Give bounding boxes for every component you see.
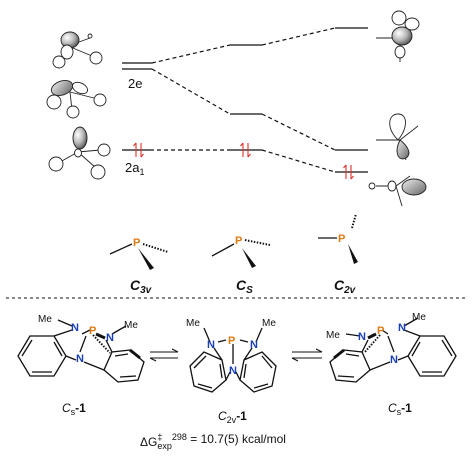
atom-n3: N <box>106 332 114 344</box>
methyl-right: Me <box>124 320 138 331</box>
atom-p-c3v: P <box>133 237 140 249</box>
atom-p-cs: P <box>235 235 242 247</box>
methyl-right: Me <box>412 312 426 323</box>
atom-p-c2v: P <box>338 233 345 245</box>
label-compound-right: Cs-1 <box>388 401 412 417</box>
geometry-c3v <box>109 243 169 270</box>
correlation-lines <box>150 27 336 173</box>
structure-right: N P N N Me Me <box>326 312 457 383</box>
label-2a1: 2a1 <box>125 160 144 177</box>
atom-n1: N <box>71 322 79 334</box>
orbital-icon-left-bottom <box>48 126 111 180</box>
atom-n1: N <box>358 331 366 343</box>
label-c2v: C2v <box>334 277 357 296</box>
orbital-icon-right-top <box>376 10 420 62</box>
geometry-c2v <box>318 213 358 264</box>
electron-pair-cs <box>240 142 251 158</box>
energy-barrier: ΔG‡exp298 = 10.7(5) kcal/mol <box>140 432 286 451</box>
atom-p: P <box>228 335 235 347</box>
orbital-icon-left-top <box>52 31 103 69</box>
structure-left: N P N N Me Me <box>17 314 145 383</box>
geometry-cs <box>211 239 271 268</box>
label-cs: CS <box>236 277 253 296</box>
orbital-icon-right-mid <box>376 113 419 161</box>
label-c3v: C3v <box>130 277 153 296</box>
label-2e: 2e <box>128 76 142 91</box>
atom-n2: N <box>229 365 237 377</box>
atom-p: P <box>377 325 384 337</box>
electron-pair-c2v <box>343 164 354 180</box>
orbital-icon-left-mid <box>46 79 107 119</box>
atom-n2: N <box>390 354 398 366</box>
atom-n2: N <box>76 353 84 365</box>
methyl-right: Me <box>262 318 276 329</box>
atom-n3: N <box>398 322 406 334</box>
atom-p: P <box>89 325 96 337</box>
mo-diagram <box>122 27 368 173</box>
label-compound-center: C2v-1 <box>218 409 247 425</box>
atom-n1: N <box>207 339 215 351</box>
electron-pairs <box>133 142 354 180</box>
equilibrium-arrow-1 <box>149 348 179 362</box>
equilibrium-arrow-2 <box>291 348 323 362</box>
methyl-left: Me <box>326 330 340 341</box>
structure-center: N P N N Me Me <box>186 318 277 393</box>
electron-pair-a1 <box>133 142 144 158</box>
methyl-left: Me <box>38 314 52 325</box>
atom-n3: N <box>250 339 258 351</box>
methyl-left: Me <box>186 318 200 329</box>
orbital-icon-right-bottom <box>368 175 427 207</box>
label-compound-left: Cs-1 <box>62 401 86 417</box>
